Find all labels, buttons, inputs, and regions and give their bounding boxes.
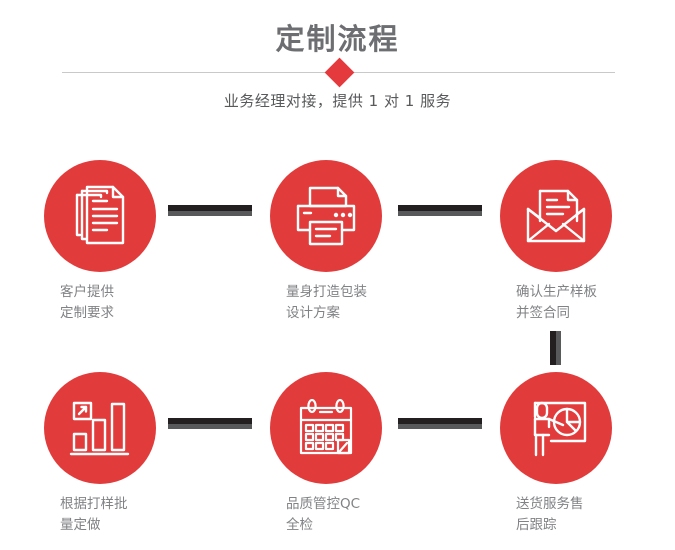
flow-step-5-label: 品质管控QC 全检 [286, 496, 361, 533]
connector-gray-band [398, 424, 482, 429]
connector-gray-band [168, 211, 252, 216]
page-title: 定制流程 [275, 22, 400, 56]
connector-step4-step5 [168, 418, 252, 429]
connector-gray-band [168, 424, 252, 429]
connector-gray-band [398, 211, 482, 216]
envelope-document-icon [500, 160, 612, 272]
flow-step-3-label: 确认生产样板 并签合同 [516, 284, 597, 321]
presenter-pie-chart-icon [500, 372, 612, 484]
header-subtitle: 业务经理对接，提供 1 对 1 服务 [223, 92, 452, 110]
connector-step3-step4 [550, 331, 561, 365]
printer-icon [270, 160, 382, 272]
connector-step2-step3 [398, 205, 482, 216]
connector-dark-band [398, 418, 482, 424]
connector-step1-step2 [168, 205, 252, 216]
header: 定制流程 业务经理对接，提供 1 对 1 服务 [0, 0, 675, 125]
connector-gray-band [556, 331, 561, 365]
bar-chart-growth-icon [44, 372, 156, 484]
connector-dark-band [168, 418, 252, 424]
flow-step-2-label: 量身打造包装 设计方案 [286, 284, 367, 321]
flow-step-1-label: 客户提供 定制要求 [60, 284, 114, 321]
connector-dark-band [398, 205, 482, 211]
flow-step-4-label: 根据打样批 量定做 [60, 496, 128, 533]
connector-step5-step6 [398, 418, 482, 429]
connector-dark-band [550, 331, 556, 365]
calendar-icon [270, 372, 382, 484]
documents-stack-icon [44, 160, 156, 272]
connector-dark-band [168, 205, 252, 211]
flow-step-6-label: 送货服务售 后跟踪 [516, 496, 584, 533]
